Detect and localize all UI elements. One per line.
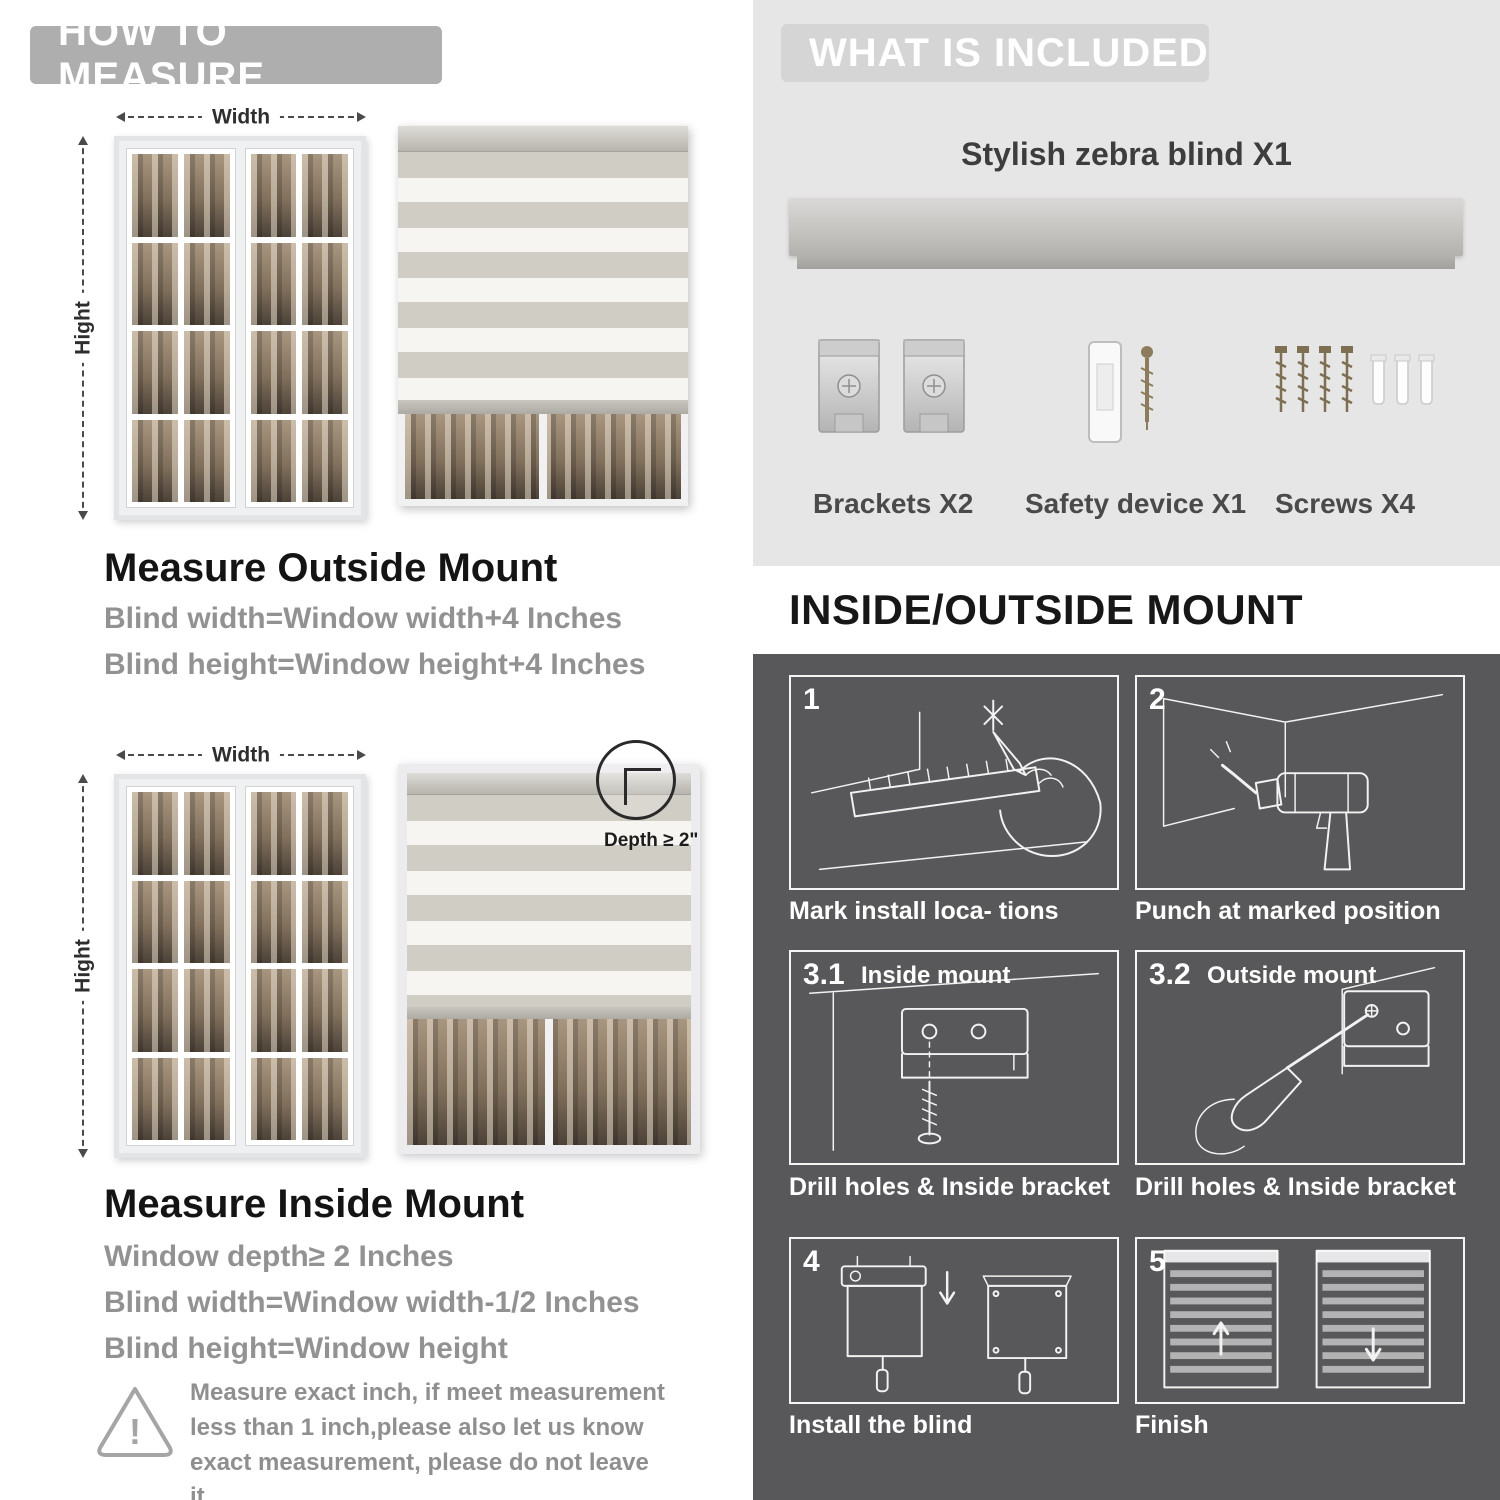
window-below-blind (407, 1019, 691, 1145)
outside-mount-rule-2: Blind height=Window height+4 Inches (104, 648, 646, 681)
step-panel-4: 4 (789, 1237, 1119, 1404)
how-to-measure-header: HOW TO MEASURE (30, 10, 442, 99)
step-2-illustration (1162, 693, 1444, 871)
step-number: 2 (1149, 683, 1166, 716)
what-is-included-header: WHAT IS INCLUDED (781, 24, 1209, 82)
step-panel-5: 5 (1135, 1237, 1465, 1404)
zebra-blind-outside-illustration (398, 126, 688, 506)
how-to-measure-title: HOW TO MEASURE (58, 10, 266, 99)
inside-mount-figure: Width Hight Depth ≥ 2" (68, 740, 708, 1182)
window-below-blind (398, 414, 688, 506)
measure-note: Measure exact inch, if meet measurement … (190, 1379, 665, 1500)
width-arrow-label: Width (201, 744, 281, 766)
anchors-icon (1370, 354, 1435, 405)
window-sash (126, 786, 236, 1146)
window-sash (126, 148, 236, 508)
what-is-included-section: WHAT IS INCLUDED Stylish zebra blind X1 (753, 0, 1500, 566)
blind-bottom-rail (398, 400, 688, 414)
step-number: 3.2 (1149, 958, 1191, 991)
step-panel-2: 2 (1135, 675, 1465, 890)
screw-icon (1140, 346, 1154, 430)
step-number: 5 (1149, 1245, 1166, 1278)
window-illustration (114, 136, 366, 520)
blind-stripes (407, 795, 691, 1007)
step-3-1-illustration (808, 972, 1100, 1151)
warning-mark: ! (129, 1411, 141, 1452)
outside-mount-heading: Measure Outside Mount (104, 546, 558, 590)
step-2-caption: Punch at marked position (1135, 897, 1441, 925)
window-illustration (114, 774, 366, 1158)
height-arrow: Hight (72, 136, 95, 520)
blind-stripes (398, 152, 688, 400)
step-panel-3-1: 3.1 Inside mount (789, 950, 1119, 1165)
mount-title-band: INSIDE/OUTSIDE MOUNT (753, 566, 1500, 654)
step-1-illustration (810, 699, 1102, 871)
step-number: 3.1 (803, 958, 845, 991)
window-sash (244, 786, 354, 1146)
bracket-icon (818, 339, 880, 433)
window-sash (244, 148, 354, 508)
step-panel-3-2: 3.2 Outside mount (1135, 950, 1465, 1165)
inside-mount-label: Inside mount (861, 962, 1011, 989)
step-panel-1: 1 (789, 675, 1119, 890)
inside-mount-rule-3: Blind height=Window height (104, 1332, 508, 1365)
zebra-blind-headrail (789, 198, 1463, 269)
zebra-blind-inside-illustration (398, 764, 700, 1154)
outside-mount-rule-1: Blind width=Window width+4 Inches (104, 602, 623, 635)
brackets-label: Brackets X2 (813, 488, 974, 519)
bracket-icon (903, 339, 965, 433)
step-3-1-caption: Drill holes & Inside bracket (789, 1173, 1110, 1201)
step-number: 1 (803, 683, 820, 716)
depth-label: Depth ≥ 2" (604, 830, 699, 851)
outside-mount-figure: Width Hight (68, 104, 688, 544)
blind-cassette (398, 126, 688, 152)
step-5-caption: Finish (1135, 1411, 1209, 1439)
blind-bottom-rail (407, 1007, 691, 1019)
included-parts-illustration (818, 339, 1435, 443)
inside-mount-rule-2: Blind width=Window width-1/2 Inches (104, 1286, 640, 1319)
safety-device-icon (1088, 341, 1122, 443)
inside-mount-heading: Measure Inside Mount (104, 1182, 525, 1226)
step-4-caption: Install the blind (789, 1411, 973, 1439)
step-number: 4 (803, 1245, 820, 1278)
height-arrow-label: Hight (72, 293, 95, 363)
what-is-included-title: WHAT IS INCLUDED (809, 30, 1209, 75)
depth-callout-circle (596, 740, 676, 820)
width-arrow: Width (116, 106, 366, 128)
mount-steps-section: 1 Mark install loca- tions 2 Punch at ma… (753, 654, 1500, 1500)
outside-mount-label: Outside mount (1207, 962, 1377, 989)
step-4-illustration (840, 1255, 1072, 1395)
step-3-2-illustration (1195, 966, 1436, 1155)
screws-icon (1275, 346, 1353, 412)
safety-device-label: Safety device X1 (1025, 488, 1247, 519)
step-1-caption: Mark install loca- tions (789, 897, 1059, 925)
zebra-blind-label: Stylish zebra blind X1 (961, 136, 1292, 172)
step-5-illustration (1163, 1249, 1431, 1389)
height-arrow: Hight (72, 774, 95, 1158)
height-arrow-label: Hight (72, 931, 95, 1001)
warning-triangle-icon: ! (97, 1387, 173, 1457)
mount-title: INSIDE/OUTSIDE MOUNT (789, 586, 1304, 633)
width-arrow-label: Width (201, 106, 281, 128)
inside-mount-rule-1: Window depth≥ 2 Inches (104, 1240, 454, 1273)
step-3-2-caption: Drill holes & Inside bracket (1135, 1173, 1456, 1201)
width-arrow: Width (116, 744, 366, 766)
screws-label: Screws X4 (1275, 488, 1416, 519)
